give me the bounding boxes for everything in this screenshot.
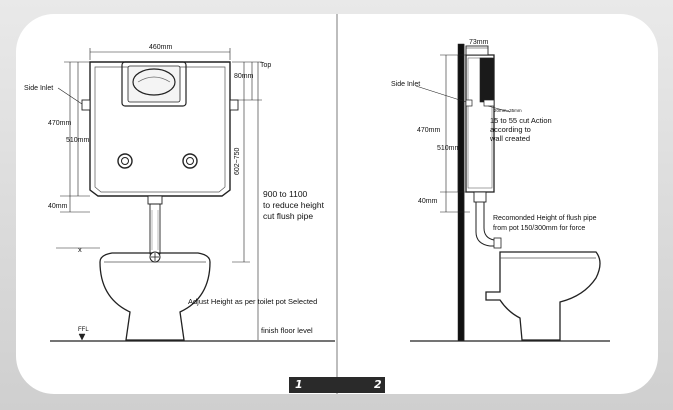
ffl-marker [78,333,86,341]
toilet-bowl-front [99,252,211,341]
dim-width-label: 460mm [149,44,173,51]
dim-510-label-right: 510mm [437,145,461,152]
wall-section [457,43,465,342]
flush-button [132,68,176,96]
dim-40-label-right: 40mm [418,198,438,205]
dim-470-label-right: 470mm [417,127,441,134]
page-number-2[interactable]: 2 [374,378,382,391]
page-gutter [336,14,338,394]
dim-80-label: 80mm [234,73,254,80]
dim-40-label: 40mm [48,203,68,210]
finish-floor-label: finish floor level [261,326,313,335]
dim-602-750-label: 602~750 [234,147,241,175]
wall-plug-right [182,153,198,169]
page-number-1[interactable]: 1 [295,378,303,391]
flush-pipe-note-line1: 900 to 1100 [263,189,308,199]
side-inlet-label: Side Inlet [24,85,54,92]
page-number-bar: 1 2 [289,377,385,393]
flush-pipe-note-line2: to reduce height [263,200,324,210]
cut-action-line1: 15 to 55 cut Action [490,116,552,125]
wall-plug-left [117,153,133,169]
dim-small-label: 20mm~35mm [494,108,522,113]
cistern-front [89,61,231,197]
x-mark: x [78,245,82,254]
ffl-label: FFL [78,327,89,333]
side-inlet-connector [81,99,91,111]
dim-470-label: 470mm [48,120,72,127]
recommended-height-line1: Recomonded Height of flush pipe [493,215,597,222]
toilet-bowl-side [485,251,601,341]
side-inlet-label-right: Side Inlet [391,81,421,88]
flush-pipe-note-line3: cut flush pipe [263,211,314,221]
cut-action-line2: according to [490,125,531,134]
page-right [338,14,658,394]
dim-510-label: 510mm [66,137,90,144]
recommended-height-line2: from pot 150/300mm for force [493,225,586,232]
dim-73-label: 73mm [469,39,489,46]
adjust-height-label: Adjust Height as per toilet pot Selected [188,297,318,306]
cut-action-line3: wall created [490,134,531,143]
top-label: Top [260,62,272,69]
flush-button-panel [121,61,187,107]
